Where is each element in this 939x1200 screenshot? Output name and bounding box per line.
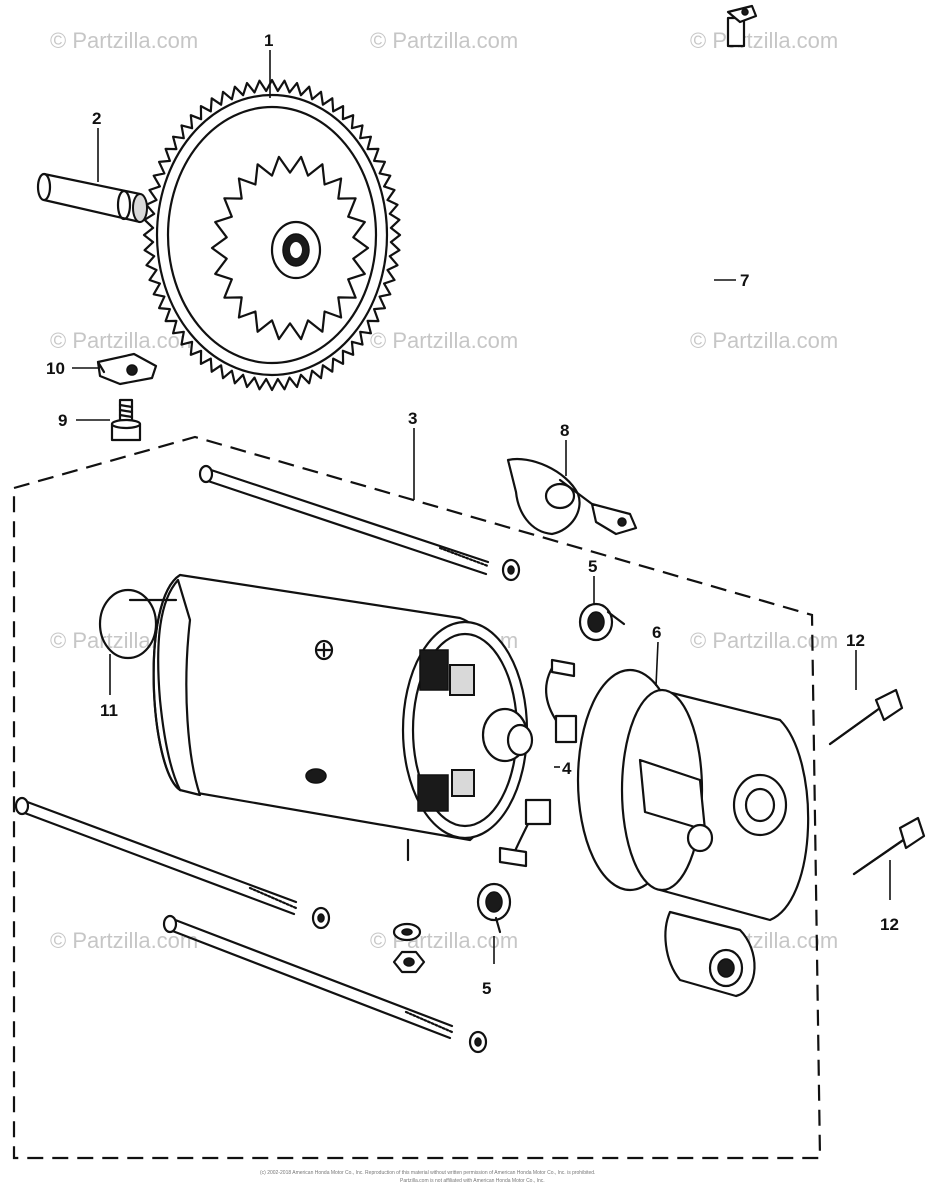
leader-lines: [72, 50, 891, 964]
watermark-6: © Partzilla.com: [690, 328, 838, 353]
part-12-bolts[interactable]: [828, 688, 926, 876]
footer-copyright: (c) 2002-2018 American Honda Motor Co., …: [260, 1170, 595, 1184]
callout-1: 1: [264, 31, 273, 50]
callout-5-lower: 5: [482, 979, 491, 998]
part-10-setting-plate[interactable]: [96, 352, 158, 386]
footer-line-2: Partzilla.com is not affiliated with Ame…: [400, 1178, 545, 1184]
callout-2: 2: [92, 109, 101, 128]
part-3-through-bolts[interactable]: [14, 464, 521, 1054]
watermark-5: © Partzilla.com: [370, 328, 518, 353]
washer-and-nut[interactable]: [392, 922, 426, 974]
watermark-11: © Partzilla.com: [370, 928, 518, 953]
starter-motor-body[interactable]: [98, 573, 534, 862]
watermark-3: © Partzilla.com: [690, 28, 838, 53]
part-6-end-cover[interactable]: [576, 668, 810, 998]
assembly-boundary: [12, 435, 822, 1160]
callout-4: 4: [562, 759, 572, 778]
part-5-brush-springs[interactable]: [476, 602, 626, 934]
part-7-starter-cable[interactable]: [494, 4, 758, 473]
callout-6: 6: [652, 623, 661, 642]
part-2-gear-shaft[interactable]: [36, 172, 148, 224]
callout-8: 8: [560, 421, 569, 440]
callout-7: 7: [740, 271, 749, 290]
callout-10: 10: [46, 359, 65, 378]
part-9-bolt[interactable]: [110, 398, 142, 442]
callout-labels: 1 2 3 4 5 5 6 7 8 9 10 11 12 12: [46, 31, 899, 998]
part-1-reduction-gear[interactable]: [142, 78, 402, 392]
part-4-brushes[interactable]: [498, 658, 578, 868]
callout-12-upper: 12: [846, 631, 865, 650]
footer-line-1: (c) 2002-2018 American Honda Motor Co., …: [260, 1170, 595, 1176]
callout-5-upper: 5: [588, 557, 597, 576]
watermark-2: © Partzilla.com: [370, 28, 518, 53]
watermark-9: © Partzilla.com: [690, 628, 838, 653]
part-8-terminal-boot[interactable]: [506, 457, 638, 536]
callout-9: 9: [58, 411, 67, 430]
watermark-1: © Partzilla.com: [50, 28, 198, 53]
callout-12-lower: 12: [880, 915, 899, 934]
callout-3: 3: [408, 409, 417, 428]
callout-11: 11: [100, 701, 118, 720]
